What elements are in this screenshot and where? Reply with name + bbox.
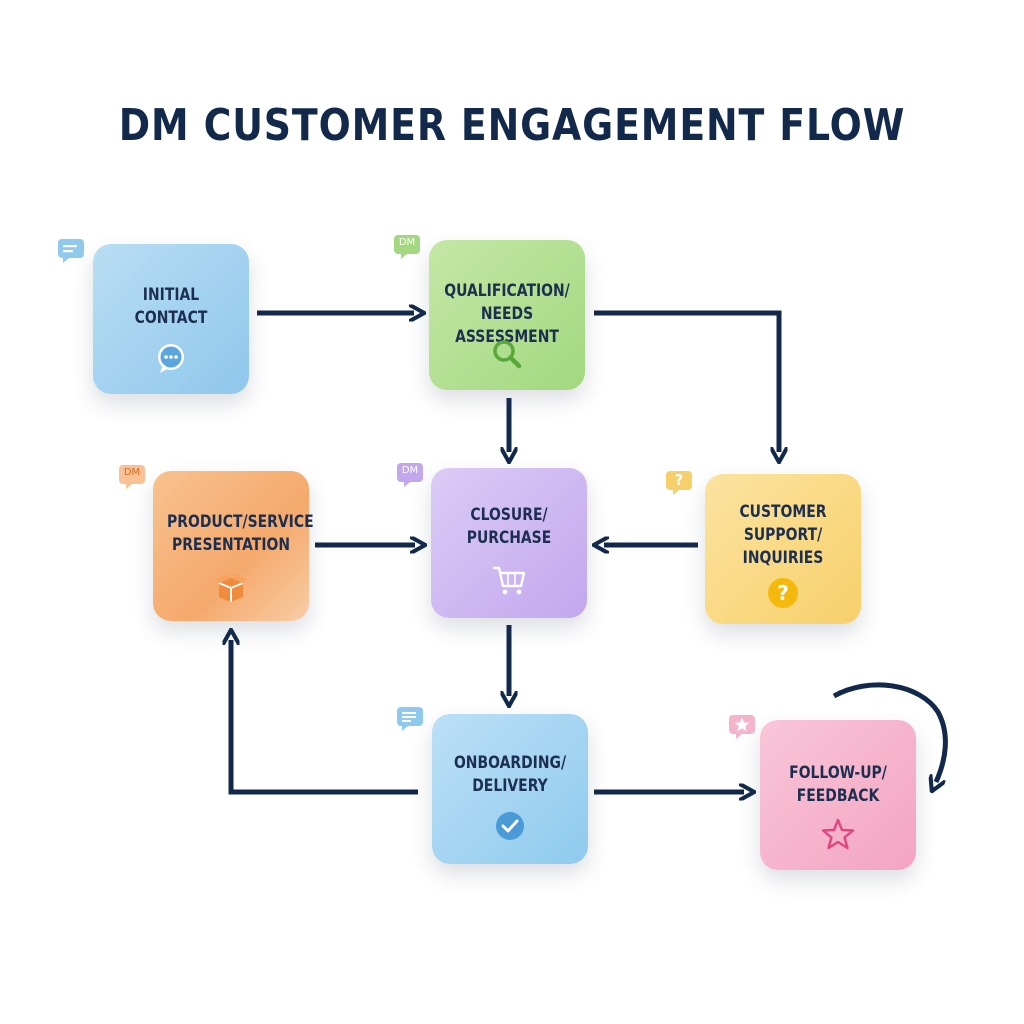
checkmark-icon <box>496 812 524 840</box>
node-followup-label-1: FOLLOW-UP/ <box>789 763 887 783</box>
node-followup[interactable]: FOLLOW-UP/ FEEDBACK <box>760 720 916 870</box>
star-icon <box>729 715 755 739</box>
message-lines-icon <box>58 239 84 263</box>
dm-badge-qualification-text: DM <box>398 237 416 248</box>
dm-badge-presentation-text: DM <box>123 467 141 478</box>
box-icon <box>215 574 247 602</box>
node-presentation[interactable]: PRODUCT/SERVICE PRESENTATION <box>153 471 314 621</box>
node-qualification-label-2: NEEDS ASSESSMENT <box>455 304 559 347</box>
node-presentation-label-1: PRODUCT/SERVICE <box>167 512 314 532</box>
node-closure-label-2: PURCHASE <box>466 528 552 548</box>
node-onboarding-label-1: ONBOARDING/ <box>453 753 567 773</box>
node-initial-contact-label-2: CONTACT <box>134 308 208 328</box>
node-support[interactable]: CUSTOMER SUPPORT/ INQUIRIES ? <box>705 474 861 624</box>
dm-badge-qualification: DM <box>393 234 421 260</box>
question-badge-support-text: ? <box>674 471 684 489</box>
node-onboarding[interactable]: ONBOARDING/ DELIVERY <box>432 714 588 864</box>
node-support-label-1: CUSTOMER <box>739 502 827 522</box>
question-badge-support: ? <box>665 470 693 496</box>
node-initial-contact-label-1: INITIAL <box>142 285 200 305</box>
node-closure[interactable]: CLOSURE/ PURCHASE <box>431 468 587 618</box>
diagram-title: DM CUSTOMER ENGAGEMENT FLOW <box>118 100 906 151</box>
arrow-qualification-to-support <box>594 310 779 452</box>
node-qualification-label-1: QUALIFICATION/ <box>444 281 570 301</box>
node-onboarding-label-2: DELIVERY <box>472 776 548 796</box>
star-icon <box>821 818 855 850</box>
magnifier-icon <box>493 340 522 369</box>
node-initial-contact[interactable]: INITIAL CONTACT <box>93 244 249 394</box>
question-icon: ? <box>768 578 798 608</box>
arrow-onboarding-to-presentation <box>231 640 418 795</box>
node-presentation-label-2: PRESENTATION <box>171 535 291 555</box>
dm-badge-closure-text: DM <box>401 465 419 476</box>
dm-badge-presentation: DM <box>118 464 146 490</box>
dm-badge-closure: DM <box>396 462 424 488</box>
node-closure-label-1: CLOSURE/ <box>470 505 548 525</box>
arrow-followup-loop <box>832 682 948 782</box>
node-qualification[interactable]: QUALIFICATION/ NEEDS ASSESSMENT <box>429 240 585 390</box>
shopping-cart-icon <box>493 566 526 595</box>
node-support-label-2: SUPPORT/ <box>743 525 823 545</box>
node-followup-label-2: FEEDBACK <box>796 786 880 806</box>
node-support-label-3: INQUIRIES <box>742 548 824 568</box>
message-lines-icon <box>397 707 423 731</box>
chat-bubble-icon <box>158 344 184 373</box>
svg-text:?: ? <box>777 581 789 605</box>
